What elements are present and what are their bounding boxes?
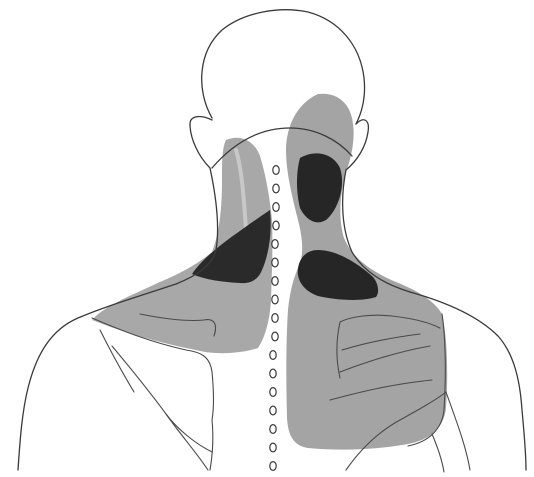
vertebra [270,388,276,397]
vertebra [270,425,276,434]
vertebra [272,332,278,341]
vertebra [273,203,279,212]
left-lower-back-curve [166,414,212,452]
vertebra [272,295,278,304]
left-back-line [210,420,213,470]
right-pain-region [286,94,447,450]
left-arm-inner-line [112,346,208,470]
right-lower-back-line [432,434,444,472]
vertebra [272,258,278,267]
vertebra [273,166,279,175]
vertebra [272,314,278,323]
right-arm-inner-line [446,392,470,470]
vertebra [270,406,276,415]
vertebra [270,462,276,471]
vertebra [273,184,279,193]
left-scapula-edge [100,330,134,392]
left-pain-region [92,138,272,353]
vertebra [270,369,276,378]
vertebra [272,240,278,249]
vertebra [270,351,276,360]
spine-vertebrae [270,166,279,471]
vertebra [272,277,278,286]
vertebra [273,221,279,230]
left-ear-outline [190,117,212,168]
vertebra [270,443,276,452]
